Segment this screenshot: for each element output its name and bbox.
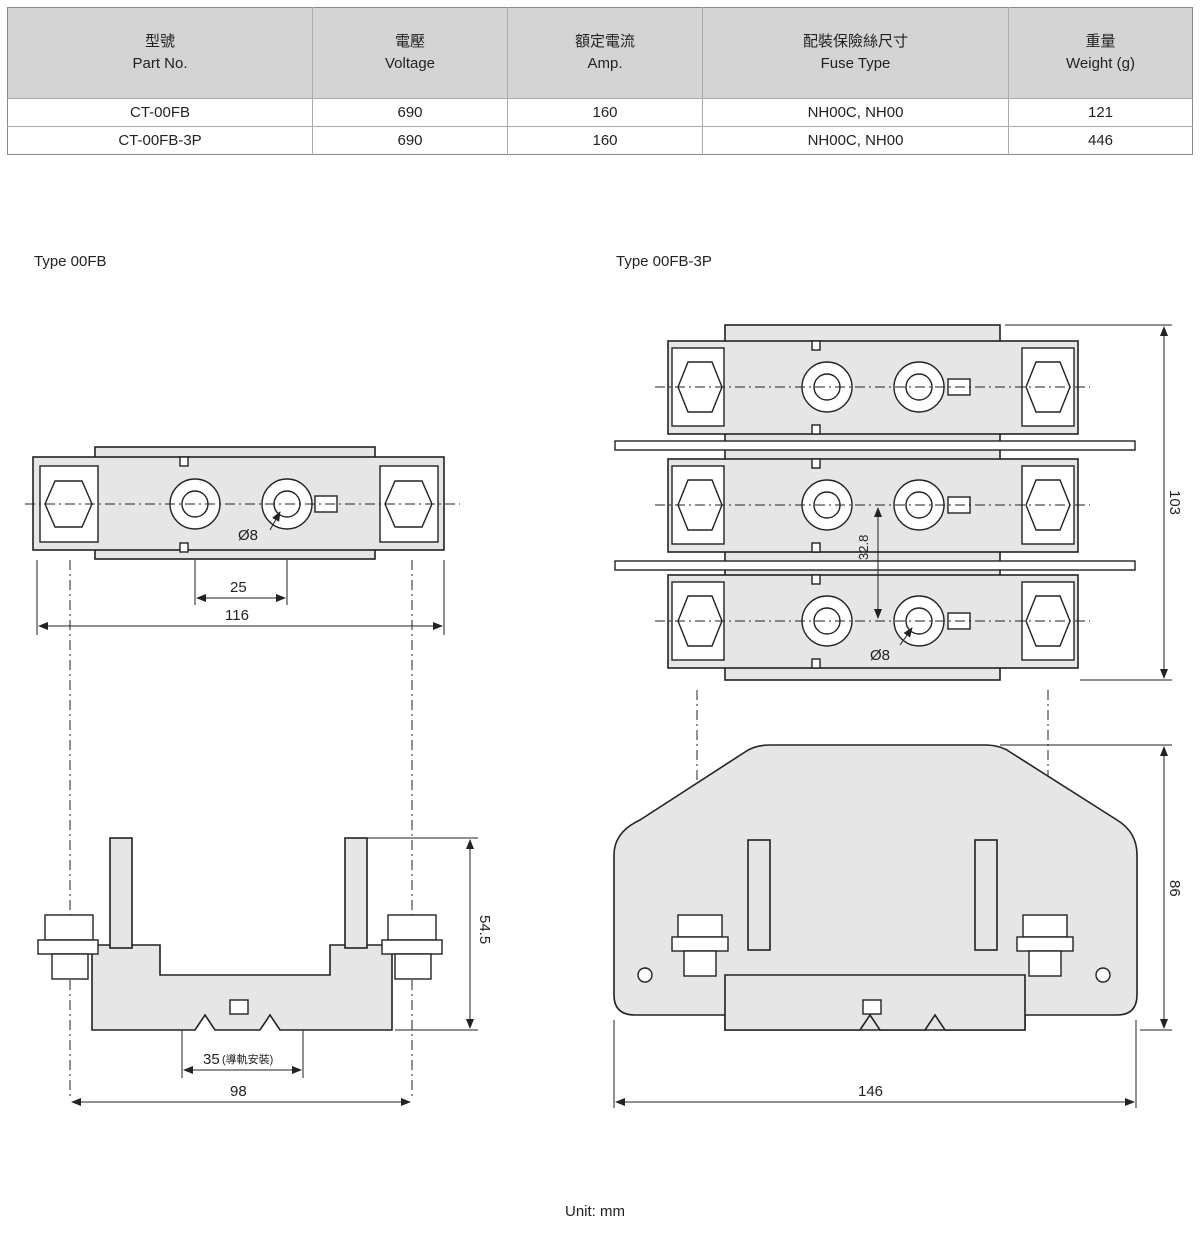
height-dim-label: 54.5 xyxy=(476,915,493,944)
right-hole-dim-label: Ø8 xyxy=(870,647,890,664)
header-weight: 重量 Weight (g) xyxy=(1008,7,1193,99)
left-drawing-title: Type 00FB xyxy=(34,253,107,270)
left-side-view: 54.5 35 (導軌安裝) 98 xyxy=(37,837,493,1106)
cell: 121 xyxy=(1008,98,1193,127)
cell: CT-00FB xyxy=(7,98,313,127)
cell: NH00C, NH00 xyxy=(702,126,1009,155)
cell: NH00C, NH00 xyxy=(702,98,1009,127)
header-fuse-type: 配裝保險絲尺寸 Fuse Type xyxy=(702,7,1009,99)
header-zh: 型號 xyxy=(144,33,175,50)
cell: 446 xyxy=(1008,126,1193,155)
header-amp: 額定電流 Amp. xyxy=(507,7,703,99)
header-en: Amp. xyxy=(587,55,623,72)
right-top-view: 32.8 Ø8 103 xyxy=(614,324,1183,1000)
header-en: Part No. xyxy=(132,55,188,72)
unit-label: Unit: mm xyxy=(565,1203,625,1220)
header-en: Weight (g) xyxy=(1066,55,1135,72)
top-height-dim-label: 103 xyxy=(1166,490,1183,515)
header-zh: 額定電流 xyxy=(574,33,635,50)
cell: 160 xyxy=(507,126,703,155)
table-row: CT-00FB-3P 690 160 NH00C, NH00 446 xyxy=(7,126,1193,155)
table-row: CT-00FB 690 160 NH00C, NH00 121 xyxy=(7,98,1193,127)
right-drawing-title: Type 00FB-3P xyxy=(616,253,712,270)
header-en: Fuse Type xyxy=(820,55,891,72)
header-zh: 電壓 xyxy=(394,33,425,50)
table-header-row: 型號 Part No. 電壓 Voltage 額定電流 Amp. 配裝保險絲尺寸 Fus… xyxy=(7,7,1193,99)
pole-pitch-dim-label: 32.8 xyxy=(856,535,871,560)
header-zh: 重量 xyxy=(1085,33,1116,50)
rail-dim-label: 35 xyxy=(203,1051,220,1068)
header-voltage: 電壓 Voltage xyxy=(312,7,508,99)
side-height-dim-label: 86 xyxy=(1166,880,1183,897)
header-part-no: 型號 Part No. xyxy=(7,7,313,99)
hole-dim-label: Ø8 xyxy=(238,527,258,544)
right-width-dim-label: 146 xyxy=(858,1083,883,1100)
width-dim-label: 98 xyxy=(230,1083,247,1100)
right-side-view: 86 146 xyxy=(613,744,1183,1108)
header-en: Voltage xyxy=(384,55,436,72)
cell: 160 xyxy=(507,98,703,127)
pitch-dim-label: 25 xyxy=(230,579,247,596)
left-top-view: Ø8 25 116 xyxy=(25,446,460,1100)
cell: 690 xyxy=(312,98,508,127)
cell: CT-00FB-3P xyxy=(7,126,313,155)
length-dim-label: 116 xyxy=(225,607,249,624)
header-zh: 配裝保險絲尺寸 xyxy=(802,33,908,50)
spec-table: 型號 Part No. 電壓 Voltage 額定電流 Amp. 配裝保險絲尺寸 Fus… xyxy=(7,7,1193,155)
rail-note-label: (導軌安裝) xyxy=(222,1052,273,1066)
cell: 690 xyxy=(312,126,508,155)
